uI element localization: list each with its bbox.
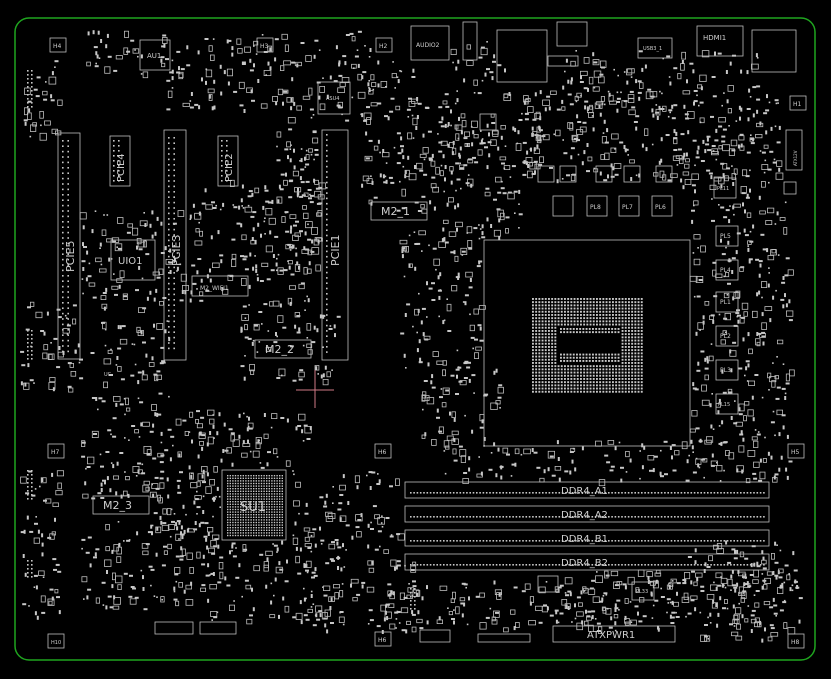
label-m2-2: M2_2 xyxy=(265,343,294,356)
label-pcie2: PCIE2 xyxy=(224,153,235,182)
label-usb3-1: USB3_1 xyxy=(643,46,662,52)
label-pl-top: PL11 xyxy=(717,186,729,192)
pcie3-slot xyxy=(163,129,187,361)
label-asu4: ASU4 xyxy=(326,96,339,102)
m2-slots xyxy=(92,201,428,515)
vrm-chokes xyxy=(479,113,797,601)
label-su1: SU1 xyxy=(240,500,266,515)
label-pcie4: PCIE4 xyxy=(116,153,127,182)
label-h7: H7 xyxy=(51,449,60,456)
label-h6-bottom: H6 xyxy=(378,637,387,644)
cursor-crosshair xyxy=(296,370,334,408)
label-pl5: PL5 xyxy=(720,233,731,240)
label-pl3: PL3 xyxy=(720,367,731,374)
label-pcie5: PCIE5 xyxy=(64,240,77,272)
label-pl33: PL33 xyxy=(636,589,648,595)
label-uc: UC xyxy=(104,372,112,378)
label-pl4: PL4 xyxy=(720,267,731,274)
label-pl15: PL15 xyxy=(718,402,730,408)
label-m2-3: M2_3 xyxy=(103,499,132,512)
label-ddr4-b2: DDR4_B2 xyxy=(561,558,608,569)
label-au1: AU1 xyxy=(147,52,161,60)
mounting-holes xyxy=(47,37,807,649)
label-pcie3: PCIE3 xyxy=(170,234,183,266)
label-uio1: UIO1 xyxy=(118,256,143,267)
label-h2: H2 xyxy=(379,43,388,50)
chipset-su1 xyxy=(221,469,287,541)
label-atxpwr1: ATXPWR1 xyxy=(587,630,635,641)
label-pl2: PL2 xyxy=(720,333,731,340)
label-pl8: PL8 xyxy=(590,204,601,211)
label-pl1: PL1 xyxy=(720,299,731,306)
label-h5: H5 xyxy=(791,449,800,456)
label-audio2: AUDIO2 xyxy=(416,42,440,49)
label-hdmi1: HDMI1 xyxy=(703,34,726,42)
pcie2-slot xyxy=(217,135,239,187)
label-ddr4-a2: DDR4_A2 xyxy=(561,510,608,521)
label-h3: H3 xyxy=(260,43,269,50)
label-m2-1: M2_1 xyxy=(381,205,410,218)
label-pl7: PL7 xyxy=(622,204,633,211)
pcie-slots xyxy=(57,129,349,361)
pcie1-slot xyxy=(321,129,349,361)
label-pcie1: PCIE1 xyxy=(329,234,342,266)
label-h1: H1 xyxy=(793,101,802,108)
rear-io-connectors xyxy=(139,21,797,115)
label-h8: H8 xyxy=(791,639,800,646)
label-h6-mid: H6 xyxy=(378,449,387,456)
cpu-socket xyxy=(483,239,691,447)
pcie5-slot xyxy=(57,132,81,360)
label-h10: H10 xyxy=(51,640,61,646)
atx-power-connector xyxy=(154,621,676,643)
label-ddr4-a1: DDR4_A1 xyxy=(561,486,608,497)
uio1-chip xyxy=(110,239,156,281)
pcie4-slot xyxy=(109,135,131,187)
board-outline xyxy=(14,17,816,661)
vertical-header xyxy=(785,129,803,171)
ddr4-slots xyxy=(404,481,770,571)
label-h4: H4 xyxy=(53,43,62,50)
label-ddr4-b1: DDR4_B1 xyxy=(561,534,608,545)
label-m2-wifi1: M2_WIFI1 xyxy=(200,285,229,292)
label-pl6: PL6 xyxy=(655,204,666,211)
smd-components xyxy=(20,30,803,643)
silkscreen-labels: H4 H3 H2 H1 H5 H6 H6 H7 H8 H10 AU1 ASU4 … xyxy=(51,34,802,646)
label-vertical-hdr: ATX12V xyxy=(793,150,798,166)
